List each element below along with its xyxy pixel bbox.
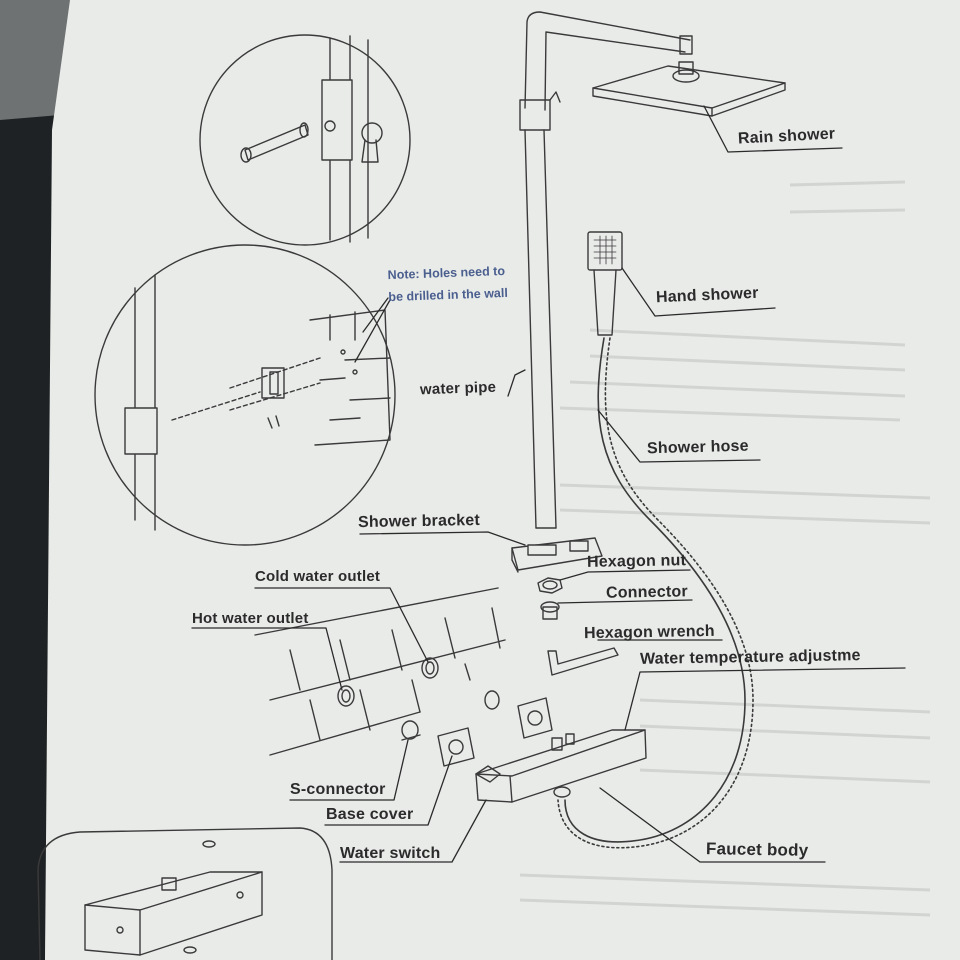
label-water-switch: Water switch bbox=[340, 845, 441, 862]
drilling-note-line-2: be drilled in the wall bbox=[388, 285, 509, 305]
label-cold-water-outlet: Cold water outlet bbox=[255, 568, 381, 585]
hot-water-outlet-part bbox=[337, 685, 355, 707]
water-pipe bbox=[519, 11, 693, 529]
hand-shower bbox=[587, 231, 623, 336]
connector-part bbox=[540, 601, 560, 620]
label-s-connector: S-connector bbox=[290, 781, 386, 798]
base-cover-part bbox=[437, 697, 553, 767]
label-hexagon-nut: Hexagon nut bbox=[586, 552, 687, 571]
bleed-through-text bbox=[519, 180, 931, 917]
label-faucet-body: Faucet body bbox=[705, 839, 809, 860]
s-connector-part bbox=[401, 690, 500, 741]
label-hexagon-wrench: Hexagon wrench bbox=[583, 622, 715, 643]
drilling-note: Note: Holes need to be drilled in the wa… bbox=[387, 260, 508, 308]
label-shower-hose: Shower hose bbox=[646, 437, 749, 458]
label-connector: Connector bbox=[605, 583, 688, 602]
rain-shower-head bbox=[592, 61, 786, 117]
label-water-pipe: water pipe bbox=[419, 378, 497, 399]
hexagon-nut-part bbox=[537, 577, 563, 594]
label-hot-water-outlet: Hot water outlet bbox=[192, 610, 309, 627]
shower-bracket bbox=[511, 537, 603, 573]
dark-device-edge bbox=[0, 115, 60, 960]
detail-circle-faucet bbox=[37, 827, 333, 960]
label-shower-bracket: Shower bracket bbox=[357, 511, 481, 532]
hexagon-wrench-part bbox=[547, 647, 619, 676]
label-base-cover: Base cover bbox=[326, 806, 414, 823]
faucet-body-part bbox=[475, 729, 647, 803]
label-water-temperature-adjust: Water temperature adjustme bbox=[639, 647, 861, 668]
shower-hose bbox=[557, 337, 754, 849]
leader-lines bbox=[191, 105, 906, 863]
detail-circle-mounting bbox=[199, 34, 411, 246]
brick-wall bbox=[254, 587, 506, 756]
detail-circle-wall-drilling bbox=[94, 244, 396, 546]
cold-water-outlet-part bbox=[421, 657, 439, 679]
